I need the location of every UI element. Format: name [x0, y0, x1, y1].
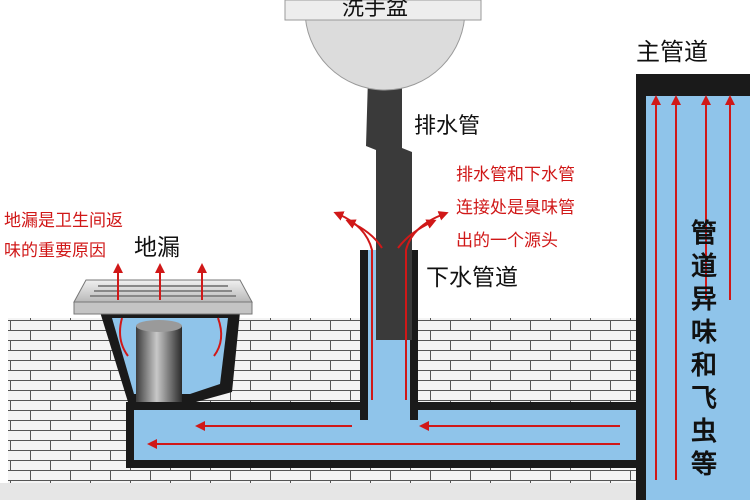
main-pipe-note-char: 味 — [690, 318, 717, 348]
main-pipe-note: 管 道 异 味 和 飞 虫 等 — [684, 218, 724, 482]
drain-pipe-label: 排水管 — [414, 114, 481, 139]
odor-arrows-floor-drain — [113, 263, 223, 357]
main-pipe-water — [646, 96, 750, 500]
floor-drain-note-line-1: 地漏是卫生间返 — [4, 211, 123, 231]
odor-arrows-joint — [333, 211, 449, 400]
odor-arrows-main-pipe — [651, 95, 735, 480]
floor-drain-note-line-2: 味的重要原因 — [4, 241, 106, 261]
main-pipe-note-char: 等 — [690, 450, 717, 480]
main-pipe-note-char: 虫 — [690, 417, 717, 447]
joint-note-line-2: 连接处是臭味管 — [456, 198, 575, 218]
basin-label: 洗手盆 — [342, 0, 409, 21]
main-pipe-note-char: 管 — [690, 219, 717, 249]
joint-note-line-3: 出的一个源头 — [456, 231, 558, 251]
sewer-pipe-label: 下水管道 — [426, 265, 518, 291]
basin-bowl — [304, 9, 466, 91]
joint-note-line-1: 排水管和下水管 — [456, 165, 575, 185]
floor-slab — [0, 483, 640, 500]
drain-cylinder — [136, 326, 182, 402]
drain-grate-front — [73, 301, 253, 315]
drain-cylinder-top — [136, 320, 182, 332]
odor-arrows-horizontal — [147, 421, 620, 449]
main-pipe-note-char: 飞 — [690, 384, 717, 414]
main-pipe-label: 主管道 — [636, 38, 708, 66]
main-pipe-note-char: 异 — [690, 285, 717, 315]
main-pipe-note-char: 道 — [690, 252, 717, 282]
basin-drain-pipe — [366, 78, 412, 340]
floor-drain-label: 地漏 — [134, 235, 180, 261]
basin-rim — [284, 0, 482, 21]
main-pipe-note-char: 和 — [690, 351, 717, 381]
